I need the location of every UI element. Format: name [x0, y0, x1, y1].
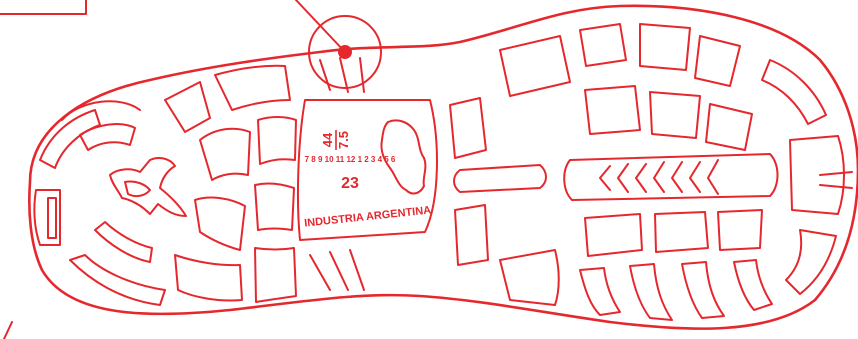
callout-box [0, 0, 87, 15]
corner-mark [3, 321, 13, 339]
sole-outline [28, 4, 858, 330]
highlight-dot [338, 45, 352, 59]
argentina-map-icon [380, 119, 427, 195]
forefoot-tread [449, 23, 853, 321]
highlight-circle-with-dot-icon [308, 15, 382, 89]
origin-label: INDUSTRIA ARGENTINA [304, 204, 432, 229]
waist-stamp-panel [296, 57, 438, 291]
date-dial: 23 7 8 9 10 11 12 1 2 3 4 5 6 [305, 155, 396, 192]
size-stamp: 44 7.5 [320, 130, 351, 150]
size-bottom: 7.5 [336, 131, 351, 149]
size-top: 44 [320, 132, 335, 147]
heel-tread [33, 64, 297, 306]
dial-center: 23 [341, 175, 359, 192]
dial-numbers: 7 8 9 10 11 12 1 2 3 4 5 6 [305, 155, 396, 164]
